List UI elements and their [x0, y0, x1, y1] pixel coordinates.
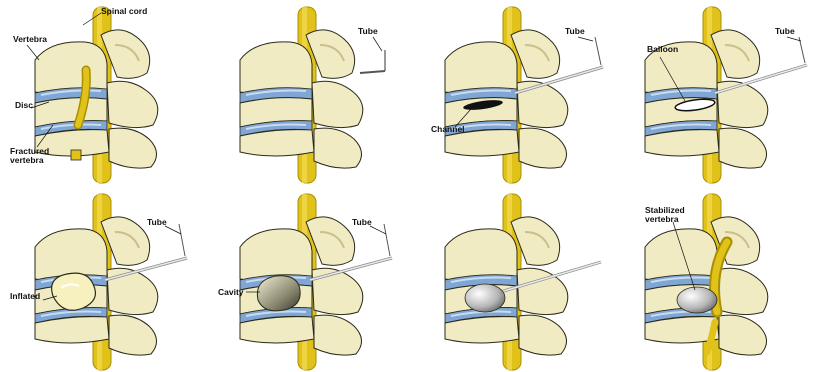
panel-inflated: Tube Inflated — [5, 192, 205, 372]
tube-label: Tube — [775, 27, 795, 36]
disc-label: Disc — [15, 101, 33, 110]
cavity-label: Cavity — [218, 288, 244, 297]
spine-drawing — [445, 7, 568, 183]
spine-drawing — [35, 7, 158, 183]
tube-label: Tube — [565, 27, 585, 36]
spine-drawing — [240, 7, 363, 183]
spine-illustration — [415, 5, 615, 185]
tube-leader — [165, 226, 181, 234]
spine-illustration — [415, 192, 615, 372]
tube-label: Tube — [352, 218, 372, 227]
spine-illustration — [210, 192, 410, 372]
spinal-cord-label: Spinal cord — [101, 7, 147, 16]
cement-fill — [465, 284, 505, 312]
spine-illustration — [5, 192, 205, 372]
cement-fill — [677, 287, 717, 313]
panel-anatomy: Spinal cord Vertebra Disc Fractured vert… — [5, 5, 205, 185]
stabilized-vertebra-label: Stabilized vertebra — [645, 206, 685, 224]
spine-illustration — [210, 5, 410, 185]
tube-leader — [370, 226, 386, 234]
balloon-label: Balloon — [647, 45, 678, 54]
panel-cavity: Tube Cavity — [210, 192, 410, 372]
vertebra-leader — [27, 45, 39, 60]
spine-drawing — [445, 194, 568, 370]
inflated-label: Inflated — [10, 292, 40, 301]
panel-tube-insertion: Tube — [210, 5, 410, 185]
spine-drawing — [645, 7, 768, 183]
spine-drawing — [240, 194, 363, 370]
panel-stabilized: Stabilized vertebra — [615, 192, 814, 372]
tube-label: Tube — [147, 218, 167, 227]
fractured-vertebra-label: Fractured vertebra — [10, 147, 49, 165]
vertebra-label: Vertebra — [13, 35, 47, 44]
tube-leader — [578, 37, 593, 41]
cavity-shape — [257, 276, 300, 311]
panel-channel: Tube Channel — [415, 5, 615, 185]
tube-label: Tube — [358, 27, 378, 36]
panel-balloon: Tube Balloon — [615, 5, 814, 185]
tube-instrument — [360, 50, 385, 73]
tube-leader — [373, 37, 382, 51]
panel-filling — [415, 192, 615, 372]
channel-label: Channel — [431, 125, 465, 134]
